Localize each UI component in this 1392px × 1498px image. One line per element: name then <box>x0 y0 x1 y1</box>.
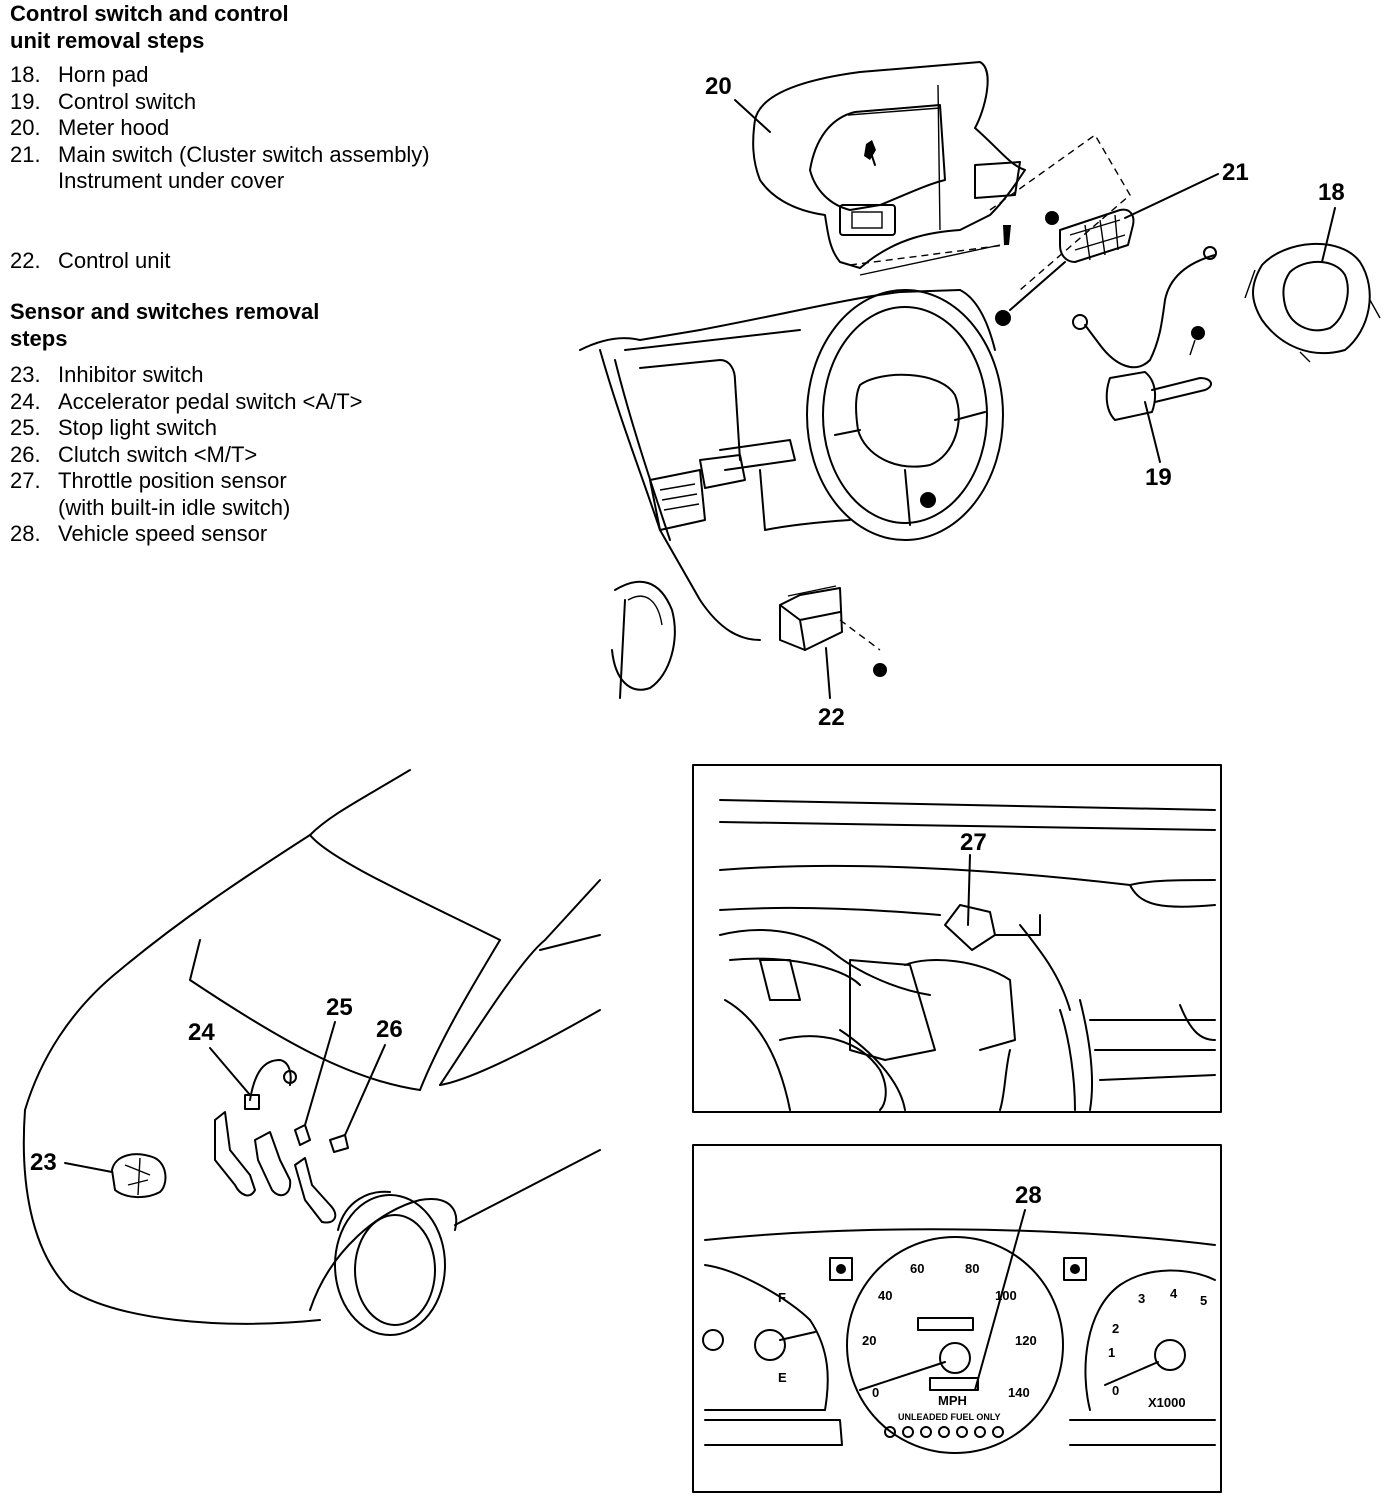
control-steps-list: 18.Horn pad 19.Control switch 20.Meter h… <box>10 62 430 274</box>
pedals-switches-illustration: 24 25 26 <box>188 994 403 1224</box>
list-item: 23.Inhibitor switch <box>10 362 204 387</box>
control-switch-illustration: 19 <box>1072 246 1217 491</box>
speed-tick-100: 100 <box>995 1288 1017 1303</box>
list-item: 22.Control unit <box>10 247 171 273</box>
speed-tick-80: 80 <box>965 1261 979 1276</box>
warning-lights-row <box>884 1426 1004 1438</box>
mph-label: MPH <box>938 1393 967 1408</box>
speed-tick-40: 40 <box>878 1288 892 1303</box>
control-section-heading: Control switch and control unit removal … <box>10 1 289 53</box>
callout-26: 26 <box>376 1016 403 1043</box>
callout-28: 28 <box>1015 1182 1042 1209</box>
unleaded-label: UNLEADED FUEL ONLY <box>898 1412 1001 1422</box>
speed-tick-60: 60 <box>910 1261 924 1276</box>
meter-hood-illustration: 20 <box>705 61 1026 276</box>
car-body-illustration <box>22 769 601 1336</box>
callout-20: 20 <box>705 73 732 100</box>
list-item: 20.Meter hood <box>10 115 170 140</box>
callout-22: 22 <box>818 704 845 731</box>
callout-18: 18 <box>1318 179 1345 206</box>
list-item: 24.Accelerator pedal switch <A/T> <box>10 388 363 414</box>
callout-24: 24 <box>188 1019 215 1046</box>
tach-unit-label: X1000 <box>1148 1395 1186 1410</box>
callout-19: 19 <box>1145 464 1172 491</box>
tach-tick-4: 4 <box>1170 1286 1178 1301</box>
tach-tick-1: 1 <box>1108 1345 1115 1360</box>
list-item: 26.Clutch switch <M/T> <box>10 441 258 467</box>
sensor-section-heading: Sensor and switches removal steps <box>10 299 320 351</box>
callout-25: 25 <box>326 994 353 1021</box>
engine-bay-panel: 27 <box>692 764 1222 1113</box>
list-item: 27.Throttle position sensor (with built-… <box>10 468 291 520</box>
instrument-cluster-panel: F E 60 80 40 100 20 120 0 140 MPH UNLEAD… <box>692 1144 1222 1493</box>
callout-27: 27 <box>960 829 987 856</box>
inhibitor-switch-illustration: 23 <box>30 1149 167 1198</box>
tach-tick-2: 2 <box>1112 1321 1119 1336</box>
list-item: 18.Horn pad <box>10 62 149 87</box>
dashboard-steering-illustration <box>579 289 1004 699</box>
tach-tick-0: 0 <box>1112 1383 1119 1398</box>
list-item: 21.Main switch (Cluster switch assembly)… <box>10 141 430 194</box>
list-item: 25.Stop light switch <box>10 415 217 440</box>
callout-23: 23 <box>30 1149 57 1176</box>
list-item: 28.Vehicle speed sensor <box>10 521 268 546</box>
control-unit-illustration: 22 <box>779 585 887 731</box>
sensor-steps-list: 23.Inhibitor switch 24.Accelerator pedal… <box>10 362 362 548</box>
speed-tick-140: 140 <box>1008 1385 1030 1400</box>
fuel-f-label: F <box>778 1290 786 1305</box>
tach-tick-5: 5 <box>1200 1293 1207 1308</box>
tach-tick-3: 3 <box>1138 1291 1145 1306</box>
fuel-e-label: E <box>778 1370 787 1385</box>
list-item: 19.Control switch <box>10 88 197 114</box>
horn-pad-illustration: 18 <box>1244 179 1381 363</box>
callout-21: 21 <box>1222 159 1249 186</box>
speed-tick-0: 0 <box>872 1385 879 1400</box>
speed-tick-20: 20 <box>862 1333 876 1348</box>
speed-tick-120: 120 <box>1015 1333 1037 1348</box>
cluster-switch-illustration: 21 <box>989 133 1249 326</box>
